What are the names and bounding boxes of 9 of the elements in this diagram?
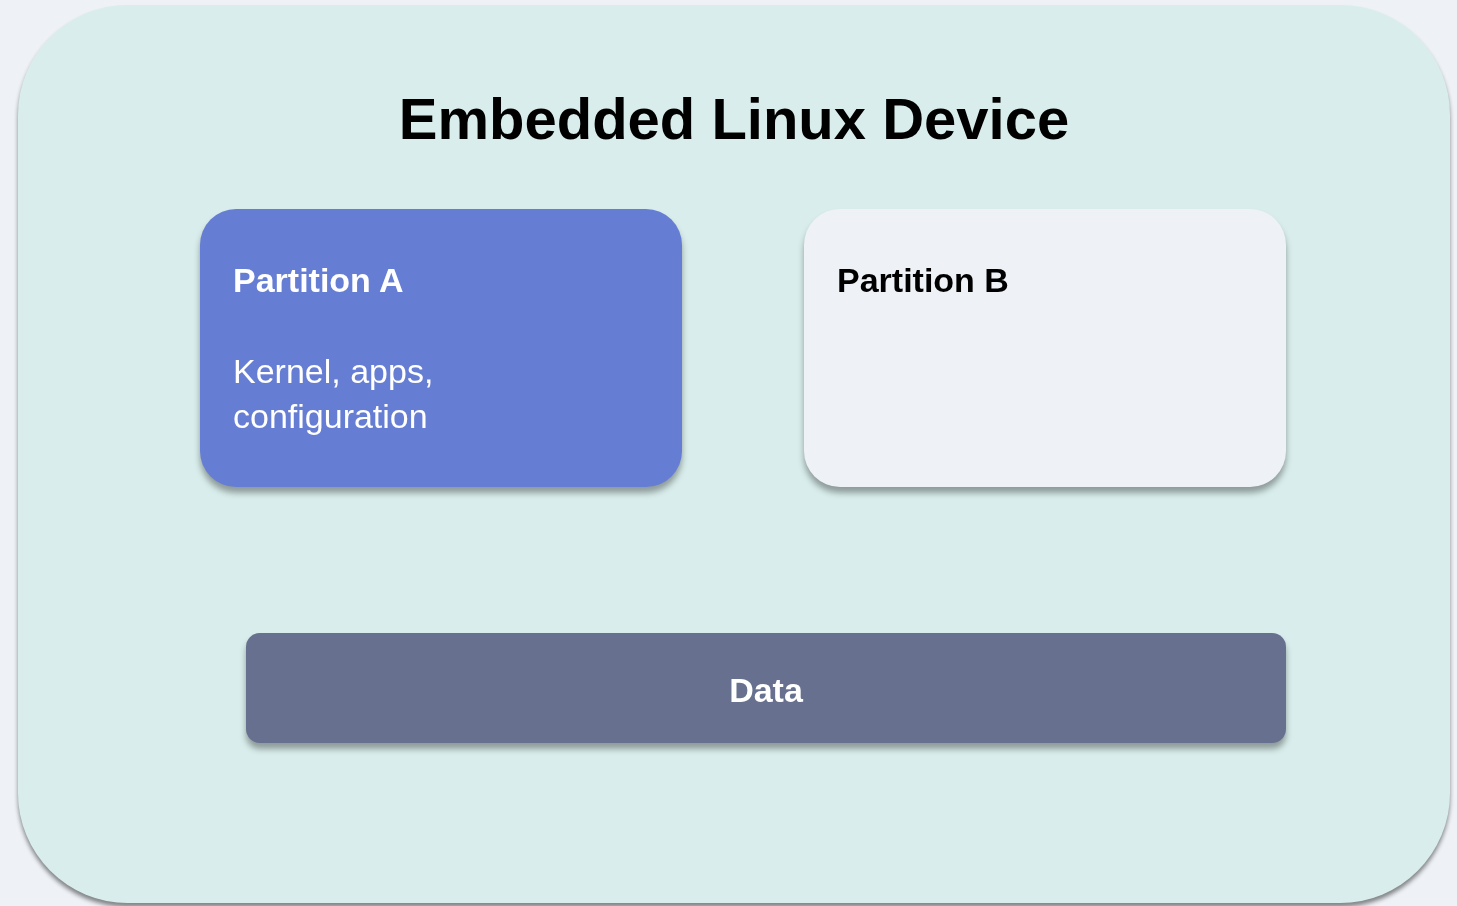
- panel-title: Embedded Linux Device: [397, 85, 1071, 152]
- partition-card: [200, 209, 682, 487]
- partition-card: [804, 209, 1286, 487]
- card-heading: Partition A: [233, 261, 404, 300]
- data-bar: [246, 633, 1286, 743]
- card-description: Kernel, apps, configuration: [233, 351, 435, 437]
- bar-label: Data: [728, 671, 804, 710]
- card-heading: Partition B: [837, 261, 1009, 300]
- device-panel: [18, 5, 1450, 903]
